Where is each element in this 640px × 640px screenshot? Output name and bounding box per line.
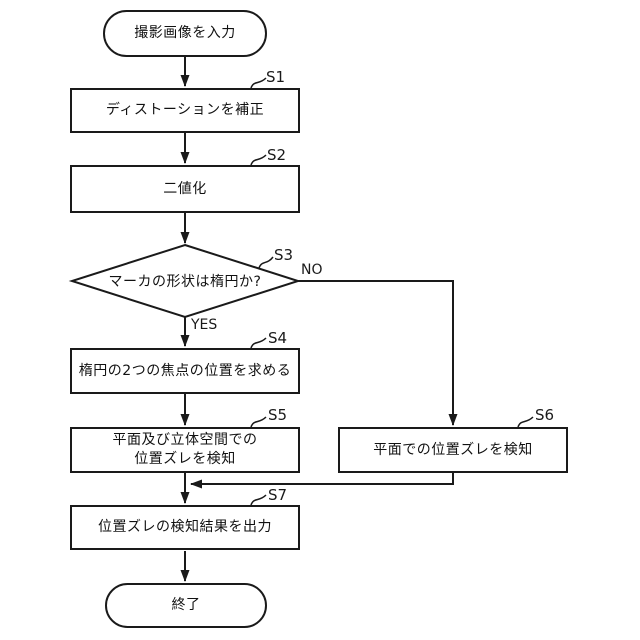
process-box-s2: 二値化: [70, 165, 300, 213]
process-box-s7-label: 位置ズレの検知結果を出力: [98, 519, 272, 536]
process-box-s4-label: 楕円の2つの焦点の位置を求める: [78, 362, 292, 379]
branch-label-no: NO: [301, 262, 323, 278]
leader-s1: [250, 77, 267, 89]
step-ref-s6: S6: [535, 406, 555, 424]
step-ref-s7: S7: [268, 486, 288, 504]
step-ref-s2: S2: [267, 146, 287, 164]
process-box-s6: 平面での位置ズレを検知: [338, 427, 568, 473]
process-box-s2-label: 二値化: [163, 180, 207, 197]
process-box-s5: 平面及び立体空間での 位置ズレを検知: [70, 427, 300, 473]
leader-s7: [250, 494, 267, 506]
end-terminal-label: 終了: [171, 597, 201, 614]
process-box-s4: 楕円の2つの焦点の位置を求める: [70, 348, 300, 394]
connector-s3-s6-no: [298, 280, 458, 426]
end-terminal: 終了: [105, 583, 267, 628]
process-box-s1: ディストーションを補正: [70, 88, 300, 133]
step-ref-s4: S4: [268, 329, 288, 347]
start-terminal-label: 撮影画像を入力: [134, 25, 236, 42]
branch-label-yes: YES: [191, 317, 218, 333]
step-ref-s5: S5: [268, 406, 288, 424]
leader-s4: [250, 337, 267, 349]
process-box-s7: 位置ズレの検知結果を出力: [70, 505, 300, 550]
step-ref-s1: S1: [266, 68, 286, 86]
connector-s6-junction: [190, 473, 454, 489]
leader-s3: [258, 256, 274, 269]
leader-s5: [250, 416, 267, 428]
process-box-s1-label: ディストーションを補正: [105, 102, 265, 119]
decision-s3-label: マーカの形状は楕円か?: [108, 274, 262, 290]
leader-s2: [250, 154, 267, 166]
leader-s6: [517, 416, 534, 428]
start-terminal: 撮影画像を入力: [103, 10, 267, 57]
process-box-s6-label: 平面での位置ズレを検知: [373, 441, 533, 458]
step-ref-s3: S3: [274, 246, 294, 264]
process-box-s5-label: 平面及び立体空間での 位置ズレを検知: [112, 432, 258, 467]
